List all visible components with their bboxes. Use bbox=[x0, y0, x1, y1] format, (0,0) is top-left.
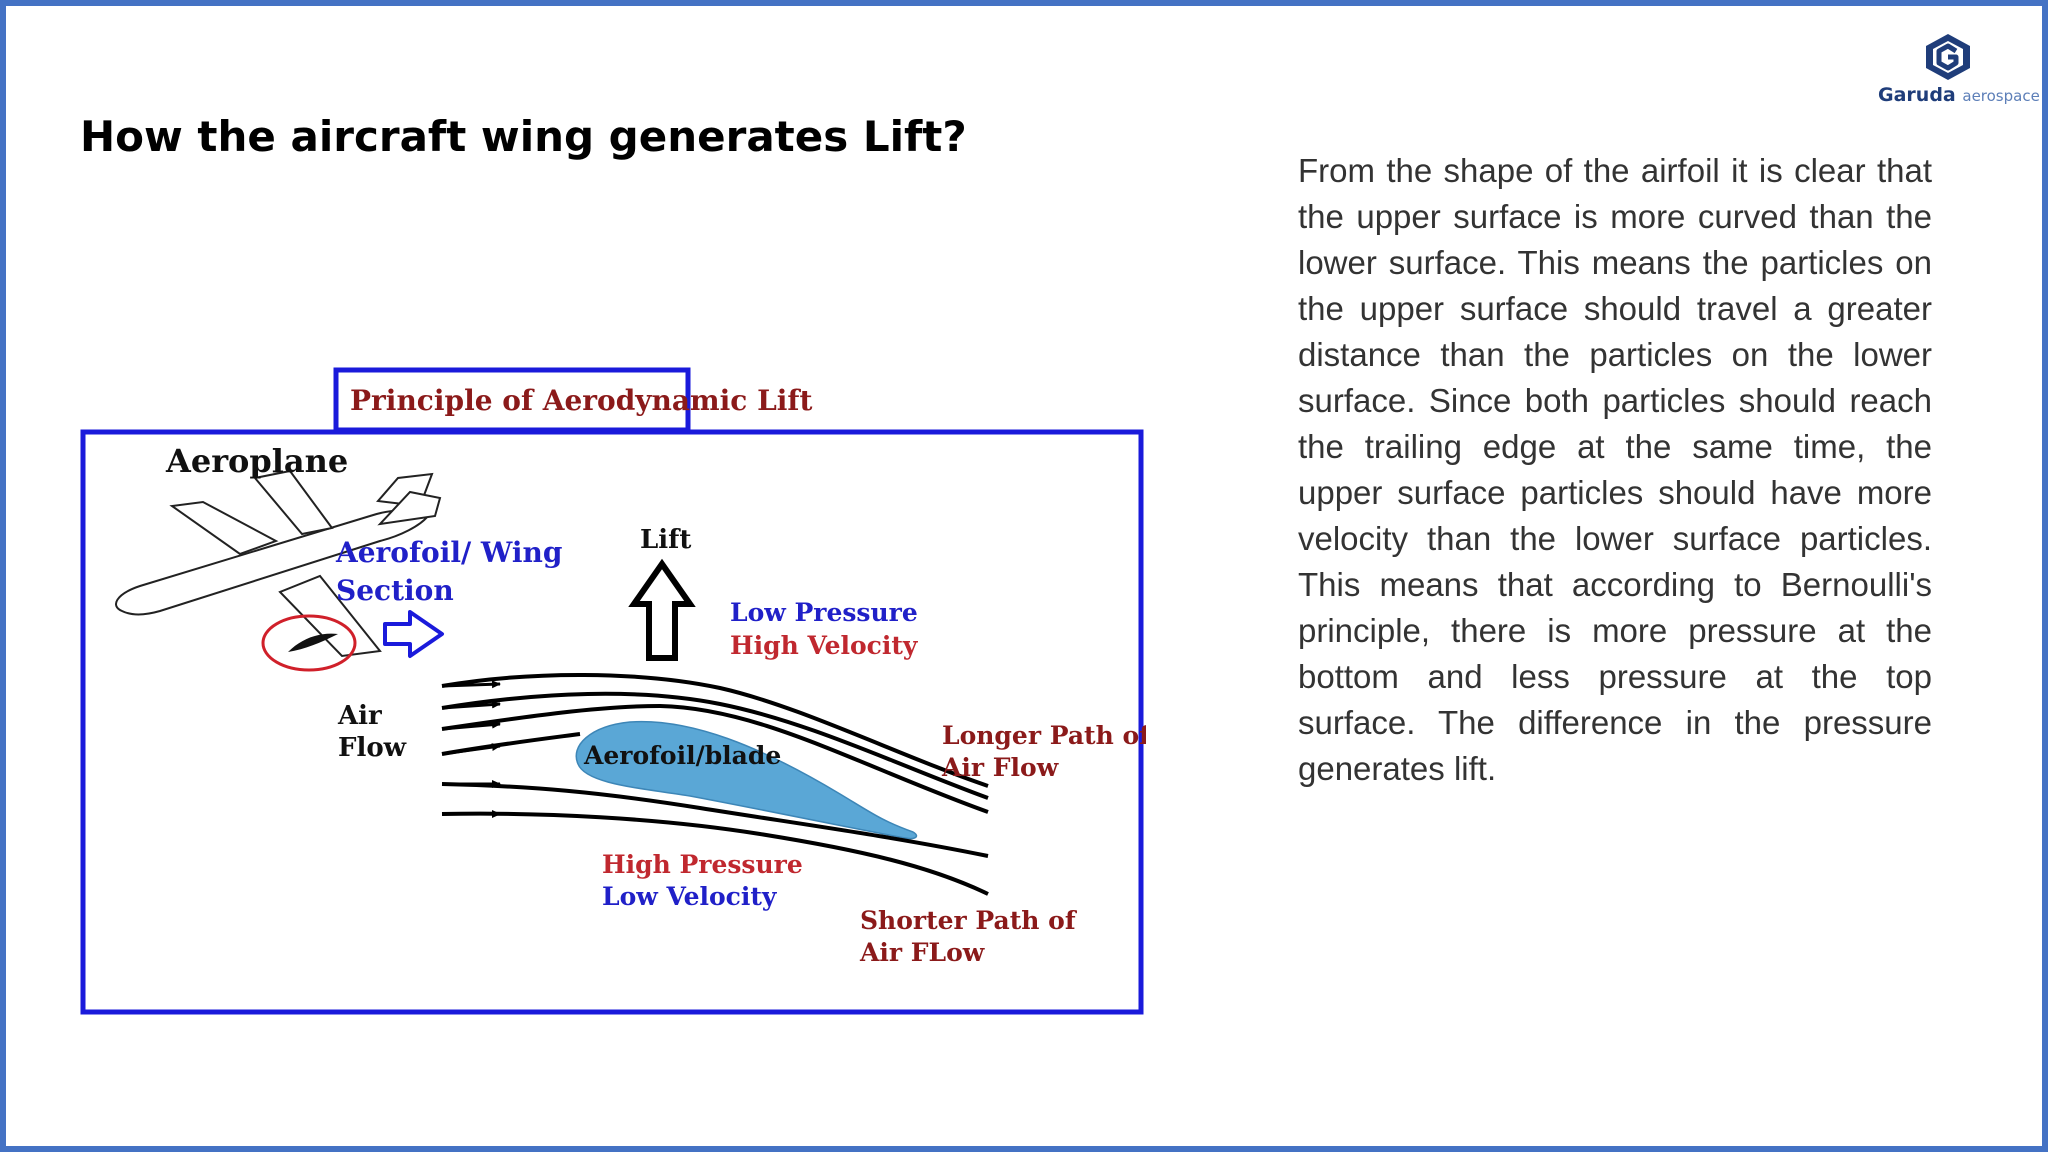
longer-path-label-line2: Air Flow bbox=[941, 753, 1060, 782]
wing-section-airfoil bbox=[288, 633, 338, 652]
lift-label: Lift bbox=[640, 525, 691, 555]
pointer-arrow-icon bbox=[383, 610, 444, 658]
logo-suffix: aerospace bbox=[1962, 87, 2040, 105]
logo-text: Garuda aerospace bbox=[1878, 84, 2040, 106]
streamlines bbox=[441, 672, 989, 896]
shorter-path-label-line2: Air FLow bbox=[859, 938, 986, 967]
high-velocity-label: High Velocity bbox=[730, 631, 919, 660]
lift-arrow-icon bbox=[628, 558, 696, 661]
wing-section-label-line2: Section bbox=[336, 574, 454, 607]
low-velocity-label: Low Velocity bbox=[602, 882, 778, 911]
slide-title: How the aircraft wing generates Lift? bbox=[80, 112, 967, 161]
diagram-header-box bbox=[333, 367, 691, 433]
longer-path-label-line1: Longer Path of bbox=[942, 721, 1146, 750]
lift-diagram: Principle of Aerodynamic Lift Aeroplane … bbox=[80, 366, 1146, 1016]
company-logo: Garuda aerospace bbox=[1874, 32, 2040, 112]
aerofoil-label: Aerofoil/blade bbox=[583, 741, 781, 770]
wing-section-highlight bbox=[261, 614, 357, 672]
low-pressure-label: Low Pressure bbox=[730, 598, 918, 627]
diagram-header: Principle of Aerodynamic Lift bbox=[350, 384, 812, 417]
air-flow-label-line2: Flow bbox=[338, 733, 407, 763]
aeroplane-label: Aeroplane bbox=[165, 442, 348, 480]
logo-name: Garuda bbox=[1878, 84, 1956, 106]
high-pressure-label: High Pressure bbox=[602, 850, 803, 879]
lift-diagram-svg: Principle of Aerodynamic Lift Aeroplane … bbox=[80, 367, 1146, 1015]
diagram-frame bbox=[80, 429, 1144, 1015]
shorter-path-label-line1: Shorter Path of bbox=[860, 906, 1078, 935]
explanation-paragraph: From the shape of the airfoil it is clea… bbox=[1298, 152, 1932, 787]
garuda-g-icon bbox=[1926, 34, 1970, 80]
flow-arrows bbox=[441, 680, 501, 818]
aeroplane-drawing bbox=[115, 469, 442, 658]
wing-section-label-line1: Aerofoil/ Wing bbox=[335, 536, 562, 569]
air-flow-label-line1: Air bbox=[337, 701, 382, 731]
aerofoil-shape bbox=[575, 720, 918, 840]
